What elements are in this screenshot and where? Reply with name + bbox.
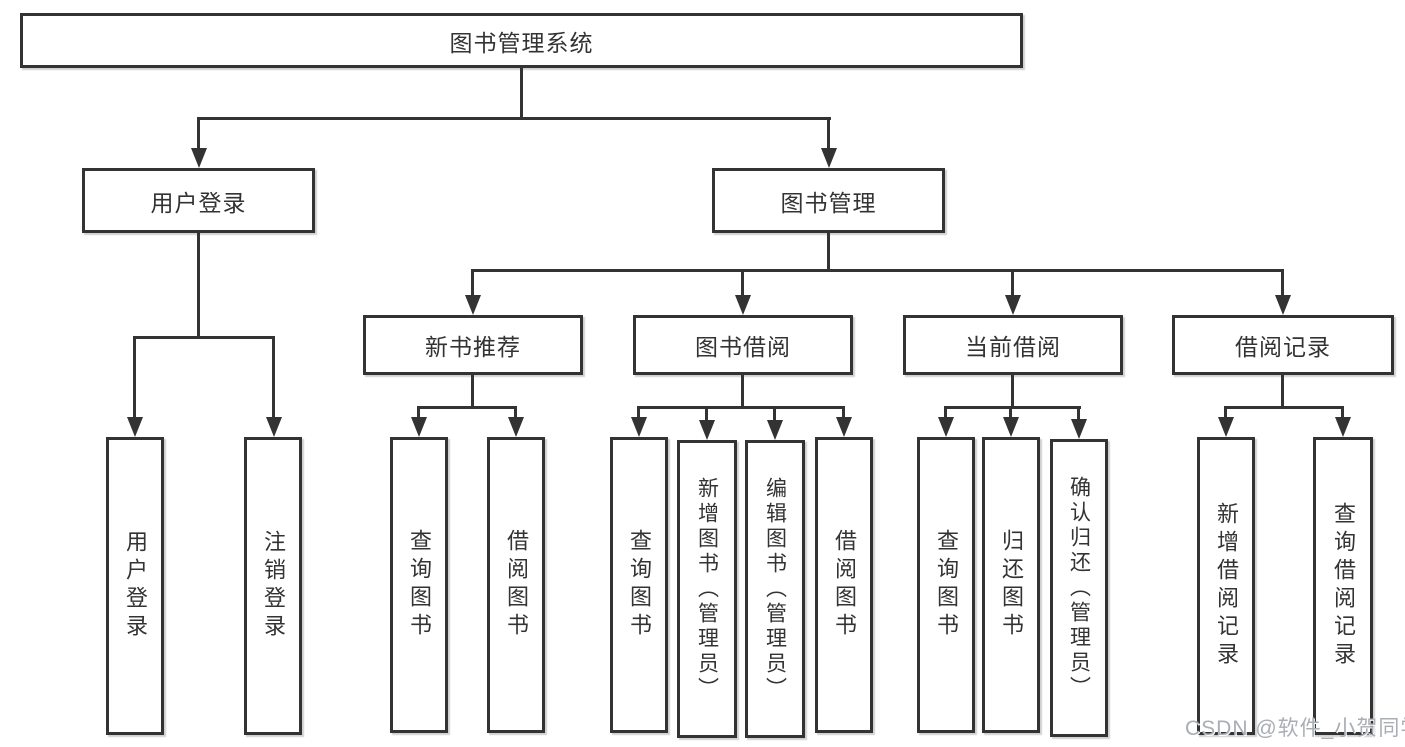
- connector-drop-mgmt: [827, 118, 830, 150]
- connector-drop-login-user: [133, 337, 136, 417]
- arrowhead-rec-borrow: [508, 417, 524, 437]
- connector-drop-bor-query: [637, 407, 640, 419]
- node-recd-add-record: 新增借阅记录: [1197, 437, 1255, 735]
- connector-records-stem: [1281, 375, 1284, 407]
- arrowhead-cur-return: [1003, 417, 1019, 437]
- node-book-borrow: 图书借阅: [633, 315, 853, 375]
- node-bor-edit-book-admin: 编辑图书（管理员）: [745, 440, 805, 738]
- connector-root-rail: [197, 117, 831, 120]
- connector-drop-current: [1011, 270, 1014, 296]
- node-cur-query-book: 查询图书: [917, 437, 975, 733]
- connector-drop-login-logout: [272, 337, 275, 417]
- node-bor-query-book: 查询图书: [610, 437, 668, 733]
- node-current-borrow: 当前借阅: [903, 315, 1123, 375]
- node-root: 图书管理系统: [20, 13, 1023, 68]
- node-cur-confirm-return-admin: 确认归还（管理员）: [1050, 439, 1108, 737]
- connector-login-stem: [197, 233, 200, 338]
- arrowhead-recd-add: [1218, 417, 1234, 437]
- connector-drop-bor-add: [705, 407, 708, 421]
- node-user-login: 用户登录: [82, 168, 315, 233]
- connector-current-rail: [944, 406, 1081, 409]
- connector-drop-bor-edit: [773, 407, 776, 421]
- arrowhead-login-logout: [266, 417, 282, 437]
- node-rec-query-book: 查询图书: [390, 437, 448, 733]
- arrowhead-login: [191, 148, 207, 168]
- arrowhead-recommend: [465, 295, 481, 315]
- arrowhead-current: [1005, 295, 1021, 315]
- connector-mgmt-rail: [471, 269, 1284, 272]
- node-borrow-records: 借阅记录: [1172, 315, 1394, 375]
- node-recd-query-record: 查询借阅记录: [1313, 437, 1373, 735]
- arrowhead-bor-query: [631, 417, 647, 437]
- arrowhead-rec-query: [411, 417, 427, 437]
- node-bor-borrow-book: 借阅图书: [815, 437, 873, 733]
- arrowhead-mgmt: [821, 148, 837, 168]
- connector-login-rail: [133, 336, 275, 339]
- arrowhead-bor-add: [699, 420, 715, 440]
- connector-drop-bor-borrow: [842, 407, 845, 419]
- node-book-mgmt: 图书管理: [712, 168, 945, 233]
- connector-recommend-rail: [417, 406, 517, 409]
- connector-drop-borrow: [741, 270, 744, 296]
- arrowhead-records: [1275, 295, 1291, 315]
- connector-drop-recd-add: [1224, 407, 1227, 419]
- arrowhead-cur-confirm: [1071, 419, 1087, 439]
- connector-drop-cur-confirm: [1077, 407, 1080, 421]
- connector-root-stem: [520, 68, 523, 119]
- connector-borrow-rail: [637, 406, 845, 409]
- node-cur-return-book: 归还图书: [982, 437, 1040, 733]
- connector-drop-recd-query: [1341, 407, 1344, 419]
- node-bor-add-book-admin: 新增图书（管理员）: [677, 440, 737, 738]
- connector-drop-records: [1281, 270, 1284, 296]
- arrowhead-borrow: [735, 295, 751, 315]
- connector-borrow-stem: [741, 375, 744, 407]
- node-login-logout: 注销登录: [244, 437, 302, 735]
- node-new-book-recommend: 新书推荐: [363, 315, 583, 375]
- connector-mgmt-stem: [827, 233, 830, 271]
- connector-records-rail: [1224, 406, 1344, 409]
- connector-drop-recommend: [471, 270, 474, 296]
- arrowhead-login-user: [127, 417, 143, 437]
- arrowhead-bor-edit: [767, 420, 783, 440]
- connector-recommend-stem: [471, 375, 474, 407]
- arrowhead-recd-query: [1335, 417, 1351, 437]
- connector-drop-cur-query: [944, 407, 947, 419]
- csdn-watermark: CSDN @软件_小贺同学: [1185, 717, 1405, 740]
- connector-drop-cur-return: [1009, 407, 1012, 419]
- arrowhead-bor-borrow: [836, 417, 852, 437]
- connector-drop-login: [197, 118, 200, 150]
- connector-drop-rec-query: [417, 407, 420, 419]
- connector-drop-rec-borrow: [514, 407, 517, 419]
- node-login-user: 用户登录: [106, 437, 164, 735]
- node-rec-borrow-book: 借阅图书: [487, 437, 545, 733]
- arrowhead-cur-query: [938, 417, 954, 437]
- connector-current-stem: [1011, 375, 1014, 407]
